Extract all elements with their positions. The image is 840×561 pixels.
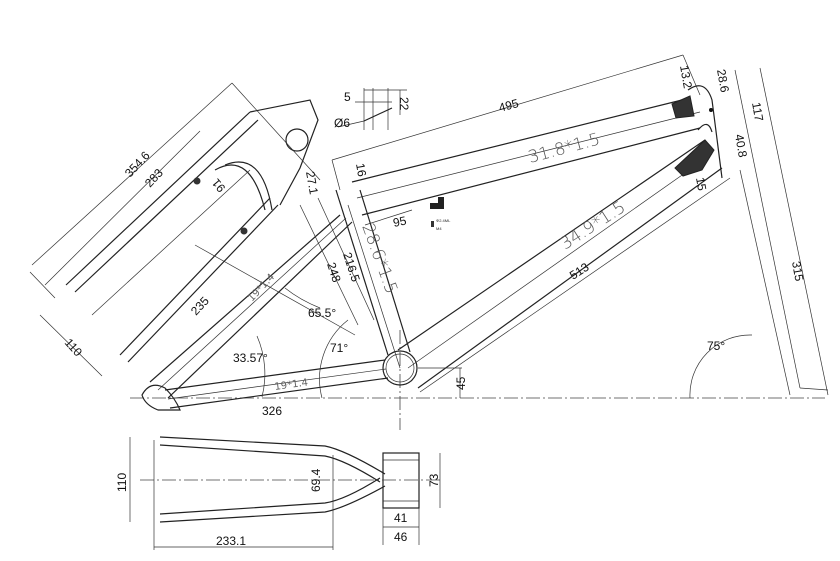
head-tube — [687, 85, 723, 179]
label-33-57-angle: 33.57° — [233, 351, 268, 365]
head-gusset-bottom — [674, 139, 715, 177]
label-45: 45 — [454, 376, 468, 390]
label-down-tube-size: 34.9*1.5 — [557, 197, 629, 254]
label-15: 15 — [693, 176, 709, 192]
bolt-icon: Φ2.4ML M4 — [430, 197, 451, 231]
label-69-4: 69.4 — [309, 468, 323, 492]
label-13-2: 13.2 — [677, 64, 695, 90]
bolt-spec-b: M4 — [436, 226, 442, 231]
label-top-tube-size: 31.8*1.5 — [526, 130, 602, 168]
label-65-5-angle: 65.5° — [308, 306, 336, 320]
label-27-1: 27.1 — [303, 170, 321, 196]
seat-tube — [335, 189, 411, 369]
label-28-6: 28.6 — [714, 68, 732, 94]
label-46: 46 — [394, 530, 408, 544]
label-95: 95 — [392, 213, 408, 230]
label-495: 495 — [497, 96, 520, 115]
rear-stay-view — [29, 82, 356, 377]
dimension-lines — [256, 54, 829, 399]
label-40-8: 40.8 — [732, 133, 750, 159]
top-tube — [351, 95, 701, 216]
rear-dropout — [141, 384, 181, 411]
label-seat-tube-size: 28.6*1.5 — [357, 221, 401, 297]
bottom-bracket — [382, 350, 418, 386]
label-41: 41 — [394, 511, 408, 525]
label-315: 315 — [789, 260, 806, 282]
label-233-1: 233.1 — [216, 534, 246, 548]
bridge-tube — [285, 128, 309, 152]
label-283: 283 — [142, 166, 166, 190]
label-16: 16 — [353, 162, 369, 178]
label-detail-dia: Ø6 — [334, 116, 350, 130]
label-326: 326 — [262, 404, 282, 418]
label-detail-22: 22 — [397, 97, 411, 111]
down-tube — [397, 139, 723, 389]
label-248: 248 — [324, 261, 344, 285]
label-235: 235 — [188, 294, 212, 318]
label-73: 73 — [427, 473, 441, 487]
seat-stay — [141, 214, 353, 411]
chainstay-plan-view — [129, 436, 441, 550]
bb-shell — [382, 452, 420, 509]
head-gusset-top — [671, 95, 695, 119]
label-110-plan: 110 — [115, 473, 129, 492]
label-chainstay-tube: 19*1.4 — [274, 377, 309, 393]
bolt-spec-a: Φ2.4ML — [436, 218, 451, 223]
label-detail-5: 5 — [344, 90, 351, 104]
seat-clamp-detail — [337, 88, 407, 130]
chain-stay — [164, 359, 389, 409]
label-71-angle: 71° — [330, 341, 348, 355]
label-117: 117 — [749, 101, 766, 123]
label-75-angle: 75° — [707, 339, 725, 353]
label-513: 513 — [567, 260, 592, 283]
